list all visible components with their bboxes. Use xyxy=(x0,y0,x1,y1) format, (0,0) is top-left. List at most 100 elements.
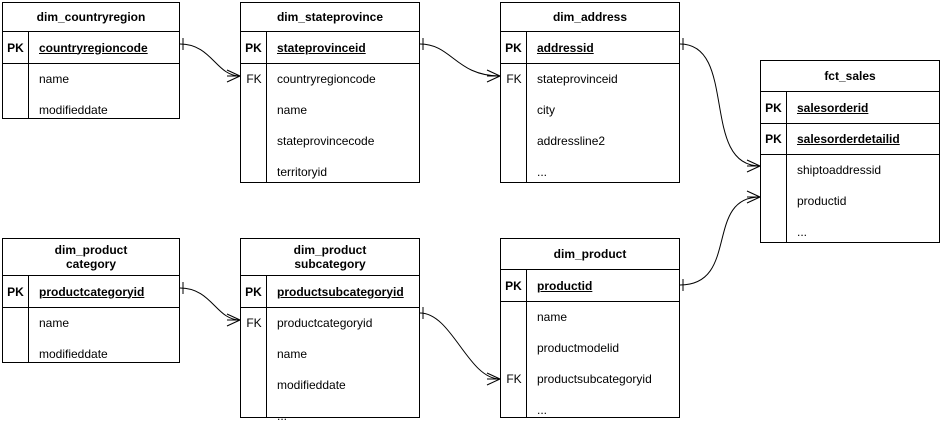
attribute-row[interactable]: modifieddate xyxy=(277,378,346,392)
attribute-flag: FK xyxy=(506,372,522,386)
cardinality-many-marker xyxy=(486,372,501,386)
relationship-line xyxy=(179,43,241,77)
attribute-row[interactable]: name xyxy=(277,347,308,361)
key-row[interactable]: PK productcategoryid xyxy=(3,276,179,307)
key-flag: PK xyxy=(241,276,267,307)
attribute-flag-column xyxy=(3,308,29,363)
key-name: countryregioncode xyxy=(39,40,148,55)
key-name: salesorderdetailid xyxy=(797,132,900,146)
attribute-row[interactable]: productcategoryid xyxy=(277,316,373,330)
key-flag: PK xyxy=(501,270,527,301)
attribute-row[interactable]: ... xyxy=(537,165,548,179)
key-name: salesorderid xyxy=(797,100,869,115)
attribute-row[interactable]: city xyxy=(537,103,555,117)
entity-title: dim_address xyxy=(501,3,679,32)
attribute-row[interactable]: countryregioncode xyxy=(277,72,376,86)
attribute-row[interactable]: addressline2 xyxy=(537,134,606,148)
key-name: productcategoryid xyxy=(39,284,145,299)
attribute-section: FK name productmodelid productsubcategoryid… xyxy=(501,302,679,418)
relationship-countryregion-to-stateprovince[interactable] xyxy=(179,38,241,83)
attribute-list: productcategoryid name modifieddate... xyxy=(267,308,419,421)
attribute-flag-column: FK xyxy=(501,302,527,418)
attribute-list: shiptoaddressid productid... xyxy=(787,155,939,243)
attribute-section: FK stateprovinceid city addressline2... xyxy=(501,64,679,183)
attribute-section: name modifieddate xyxy=(3,308,179,363)
key-flag: PK xyxy=(3,276,29,307)
cardinality-many-marker xyxy=(746,159,761,173)
key-row[interactable]: PK productid xyxy=(501,270,679,301)
attribute-flag: FK xyxy=(246,316,262,330)
attribute-flag-column: FK xyxy=(241,64,267,183)
key-name: productsubcategoryid xyxy=(277,284,404,299)
attribute-row[interactable]: stateprovincecode xyxy=(277,134,375,148)
attribute-row[interactable]: ... xyxy=(797,225,808,239)
attribute-row[interactable]: modifieddate xyxy=(39,103,108,117)
cardinality-many-marker xyxy=(226,313,241,327)
attribute-row[interactable]: name xyxy=(39,316,70,330)
attribute-row[interactable]: name xyxy=(39,72,70,86)
key-row[interactable]: PK productsubcategoryid xyxy=(241,276,419,307)
relationship-productcategory-to-subcategory[interactable] xyxy=(179,282,241,327)
key-flag: PK xyxy=(761,124,787,154)
key-section: PK productid xyxy=(501,270,679,302)
cardinality-many-marker xyxy=(226,69,241,83)
attribute-list: stateprovinceid city addressline2... xyxy=(527,64,679,183)
relationship-address-to-sales[interactable] xyxy=(679,38,761,173)
key-name: productid xyxy=(537,278,593,293)
attribute-row[interactable]: name xyxy=(277,103,308,117)
attribute-row[interactable]: stateprovinceid xyxy=(537,72,618,86)
key-name: addressid xyxy=(537,40,594,55)
attribute-list: name productmodelid productsubcategoryid..… xyxy=(527,302,679,418)
attribute-section: name modifieddate xyxy=(3,64,179,119)
key-section: PK countryregioncode xyxy=(3,32,179,64)
relationship-line xyxy=(179,287,241,321)
key-flag: PK xyxy=(3,32,29,63)
relationship-stateprovince-to-address[interactable] xyxy=(419,38,501,83)
key-row[interactable]: PK countryregioncode xyxy=(3,32,179,63)
relationship-line xyxy=(419,43,501,77)
cardinality-many-marker xyxy=(746,190,761,204)
key-flag: PK xyxy=(241,32,267,63)
key-section: PK productsubcategoryid xyxy=(241,276,419,308)
attribute-row[interactable]: modifieddate xyxy=(39,347,108,361)
relationship-line xyxy=(679,196,761,286)
key-section: PK productcategoryid xyxy=(3,276,179,308)
attribute-flag-column: FK xyxy=(501,64,527,183)
entity-title: fct_sales xyxy=(761,61,939,92)
attribute-row[interactable]: name xyxy=(537,310,568,324)
attribute-section: shiptoaddressid productid... xyxy=(761,155,939,243)
attribute-row[interactable]: territoryid xyxy=(277,165,328,179)
attribute-list: name modifieddate xyxy=(29,308,179,363)
attribute-row[interactable]: productmodelid xyxy=(537,341,620,355)
attribute-row[interactable]: productid xyxy=(797,194,847,208)
attribute-section: FK productcategoryid name modifieddate... xyxy=(241,308,419,421)
attribute-row[interactable]: shiptoaddressid xyxy=(797,163,882,177)
key-section: PK addressid xyxy=(501,32,679,64)
attribute-list: name modifieddate xyxy=(29,64,179,119)
attribute-row[interactable]: ... xyxy=(277,409,288,421)
key-row[interactable]: PK salesorderdetailid xyxy=(761,123,939,154)
entity-title: dim_stateprovince xyxy=(241,3,419,32)
attribute-list: countryregioncode name stateprovincecode te… xyxy=(267,64,419,183)
attribute-flag: FK xyxy=(246,72,262,86)
cardinality-many-marker xyxy=(486,69,501,83)
attribute-row[interactable]: ... xyxy=(537,403,548,417)
relationship-product-to-sales[interactable] xyxy=(679,190,761,291)
attribute-row[interactable]: productsubcategoryid xyxy=(537,372,652,386)
key-row[interactable]: PK addressid xyxy=(501,32,679,63)
relationship-subcategory-to-product[interactable] xyxy=(419,307,501,386)
attribute-section: FK countryregioncode name stateprovincecode… xyxy=(241,64,419,183)
key-flag: PK xyxy=(501,32,527,63)
attribute-flag: FK xyxy=(506,72,522,86)
